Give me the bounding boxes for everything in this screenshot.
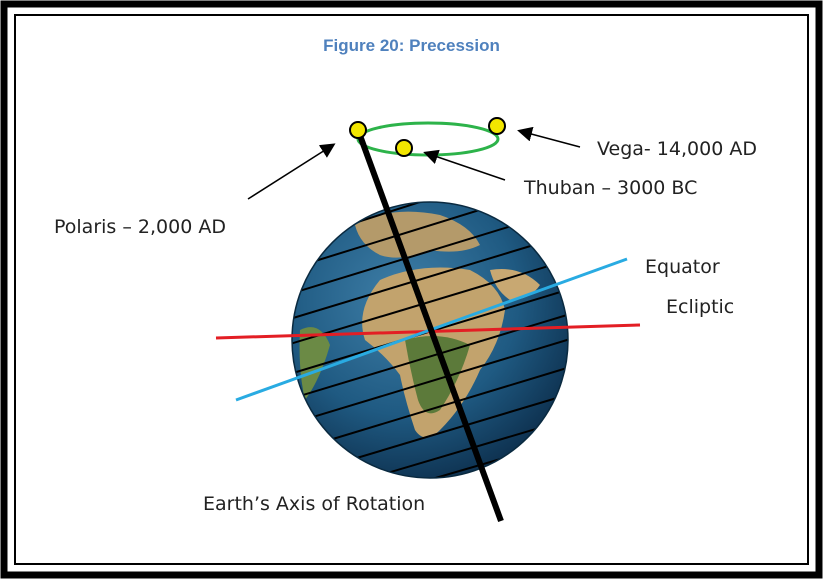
vega-arrow [517,126,581,148]
polaris-arrow [247,143,336,200]
axis-label: Earth’s Axis of Rotation [203,493,426,515]
vega-star [488,117,506,135]
rotation-axis-line [355,128,504,523]
south-america-landmass [299,327,330,400]
thuban-star [395,139,413,157]
ecliptic-label: Ecliptic [666,296,735,318]
polaris-label: Polaris – 2,000 AD [54,216,226,238]
thuban-label: Thuban – 3000 BC [524,177,698,199]
africa-vegetation [405,336,470,414]
vega-label: Vega- 14,000 AD [597,138,757,160]
equator-label: Equator [645,256,720,278]
precession-orbit [356,121,500,157]
inner-border [14,14,809,565]
polaris-star [349,121,367,139]
thuban-arrow [423,149,506,181]
figure-title: Figure 20: Precession [323,36,500,55]
arabia-landmass [490,269,540,300]
